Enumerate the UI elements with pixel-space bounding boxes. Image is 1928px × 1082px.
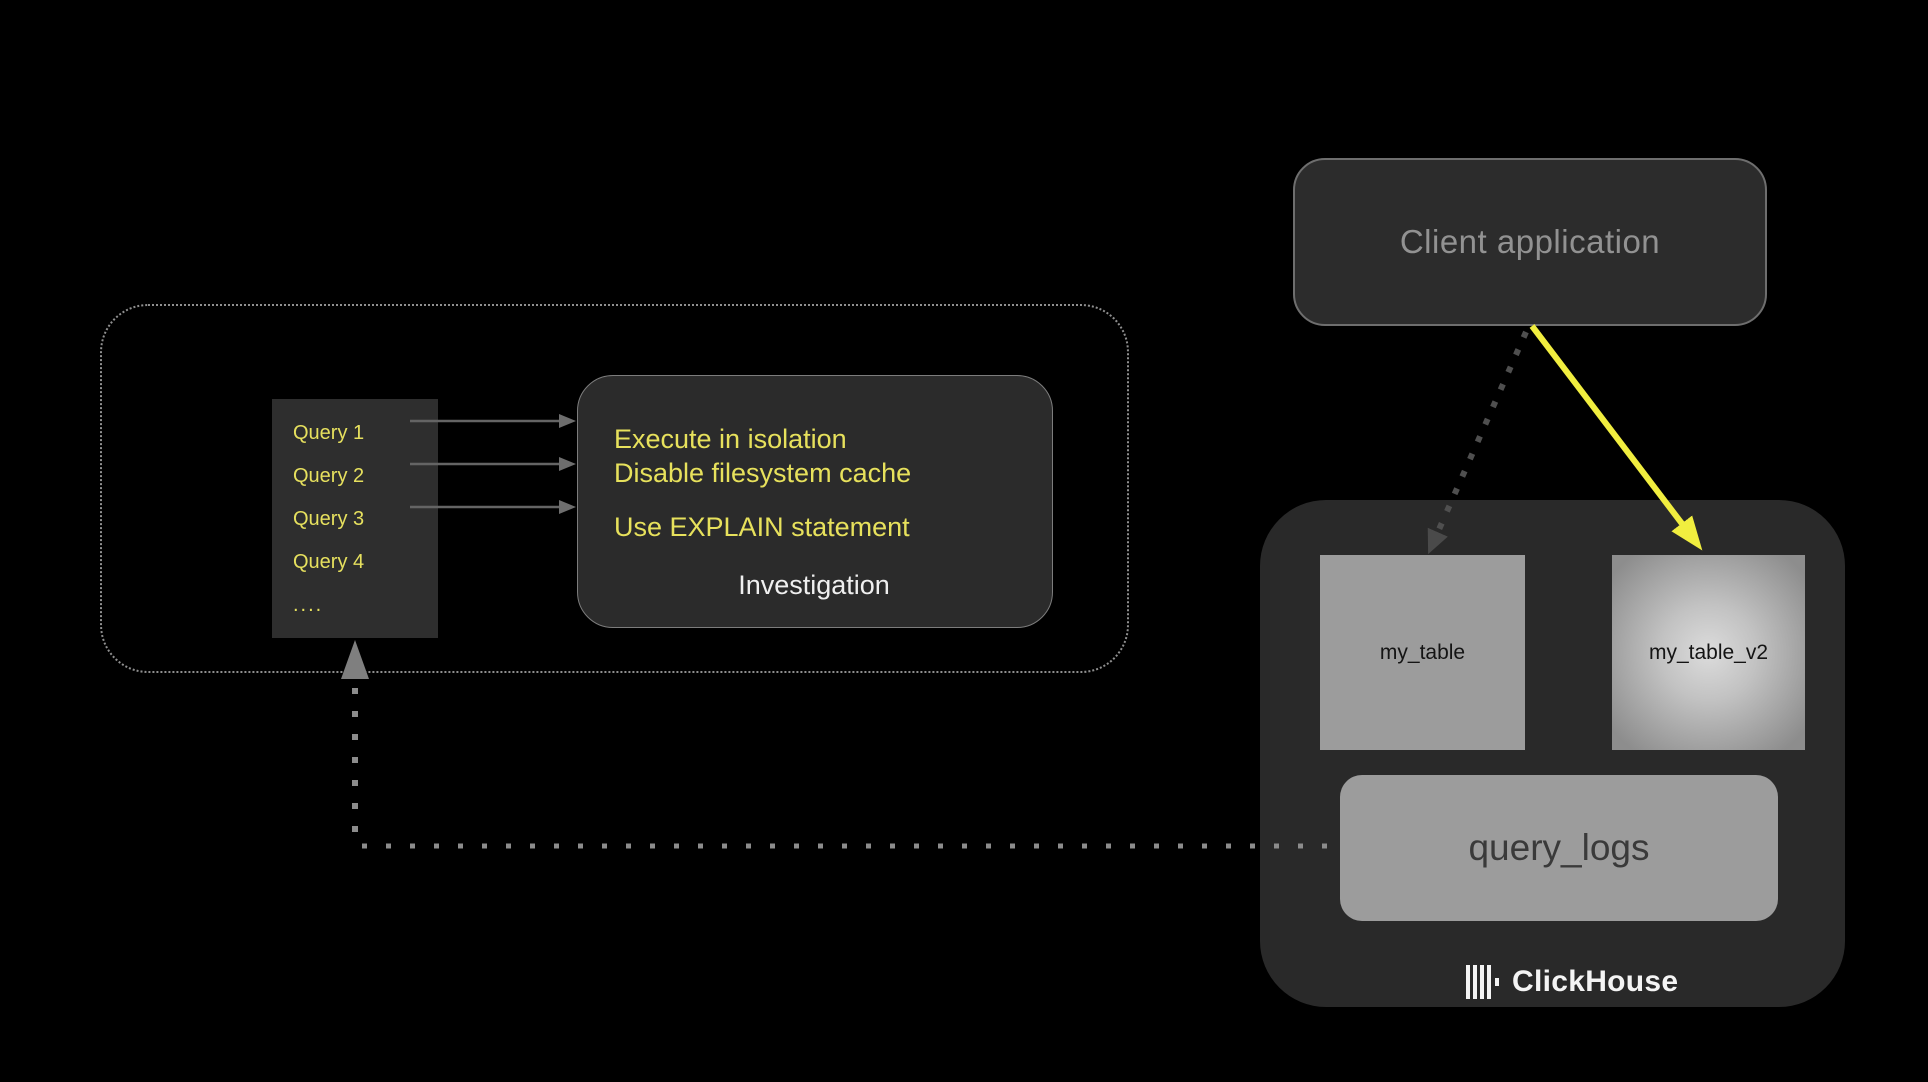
my-table-v2-box: my_table_v2 xyxy=(1612,555,1805,750)
investigation-step: Disable filesystem cache xyxy=(614,458,912,488)
clickhouse-brand-label: ClickHouse xyxy=(1512,965,1679,998)
query-list-item: Query 1 xyxy=(293,422,365,444)
my-table-v2-label: my_table_v2 xyxy=(1648,640,1769,664)
query-logs-box: query_logs xyxy=(1340,775,1778,921)
investigation-step: Use EXPLAIN statement xyxy=(614,512,910,542)
query-list-box: Query 1 Query 2 Query 3 Query 4 .... xyxy=(272,399,438,638)
clickhouse-logo-icon xyxy=(1466,965,1499,999)
clickhouse-brand: ClickHouse xyxy=(1466,963,1678,1001)
query-list-item: Query 3 xyxy=(293,508,365,530)
my-table-box: my_table xyxy=(1320,555,1525,750)
client-application-label: Client application xyxy=(1399,223,1661,260)
investigation-group-outline xyxy=(100,304,1129,673)
query-list-ellipsis: .... xyxy=(293,594,324,616)
investigation-box: Execute in isolation Disable filesystem … xyxy=(577,375,1053,628)
my-table-label: my_table xyxy=(1379,640,1466,664)
investigation-caption: Investigation xyxy=(738,570,890,600)
investigation-step: Execute in isolation xyxy=(614,424,847,454)
client-application-box: Client application xyxy=(1293,158,1767,326)
client-to-my-table-v2-arrow xyxy=(1529,324,1703,551)
query-list-item: Query 2 xyxy=(293,465,365,487)
query-logs-label: query_logs xyxy=(1468,827,1650,868)
query-list-item: Query 4 xyxy=(293,551,365,573)
